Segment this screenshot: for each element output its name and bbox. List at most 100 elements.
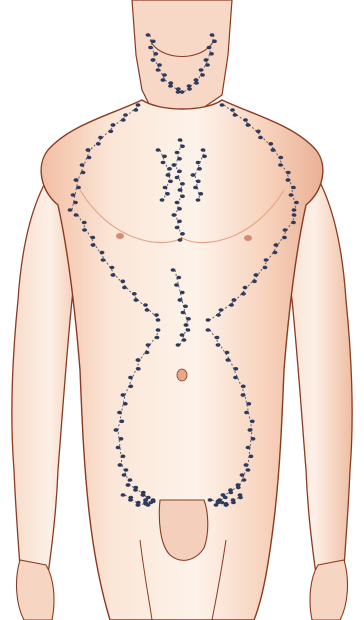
- lymph-node: [199, 68, 204, 72]
- lymph-node: [231, 501, 236, 505]
- lymph-node: [175, 226, 180, 230]
- lymph-node: [181, 311, 186, 315]
- lymph-node: [162, 155, 167, 159]
- lymph-node: [254, 273, 259, 277]
- lymph-node: [155, 336, 160, 340]
- genital-region: [159, 500, 207, 560]
- lymph-node: [124, 468, 129, 472]
- lymph-node: [177, 170, 182, 174]
- lymph-node: [156, 68, 161, 72]
- lymph-node: [196, 180, 201, 184]
- lymph-node: [283, 228, 288, 232]
- lymph-node: [175, 151, 180, 155]
- lymph-node: [90, 236, 95, 240]
- lymph-node: [242, 478, 247, 482]
- lymph-node: [238, 496, 243, 500]
- lymph-node: [100, 251, 105, 255]
- lymph-node: [174, 283, 179, 287]
- lymph-node: [249, 455, 254, 459]
- lymph-node: [116, 446, 121, 450]
- lymph-node: [91, 243, 96, 247]
- lymph-node: [80, 163, 85, 167]
- lymph-node: [108, 130, 113, 134]
- lymph-node: [166, 173, 171, 177]
- lymph-node: [146, 343, 151, 347]
- lymph-node: [206, 318, 211, 322]
- lymph-node: [121, 118, 126, 122]
- lymph-node: [180, 90, 185, 94]
- lymph-node: [228, 491, 233, 495]
- lymph-node: [226, 358, 231, 362]
- lymph-node: [204, 58, 209, 62]
- lymph-node: [194, 81, 199, 85]
- lymph-node: [251, 437, 256, 441]
- lymph-node: [248, 428, 253, 432]
- lymph-node: [177, 207, 182, 211]
- lymph-node: [156, 148, 161, 152]
- lymph-node: [120, 280, 125, 284]
- lymph-node: [162, 73, 167, 77]
- lymph-node: [180, 291, 185, 295]
- lymph-node: [134, 298, 139, 302]
- lymph-node: [146, 33, 151, 37]
- lymph-node: [212, 40, 217, 44]
- lymph-node: [208, 498, 213, 502]
- lymph-node: [123, 113, 128, 117]
- lymph-node: [122, 286, 127, 290]
- lymph-node: [198, 192, 203, 196]
- lymph-node: [133, 488, 138, 492]
- lymph-node: [133, 108, 138, 112]
- lymph-node: [167, 167, 172, 171]
- lymph-node: [156, 328, 161, 332]
- lymph-node: [119, 420, 124, 424]
- lymph-node: [151, 498, 156, 502]
- lymph-node: [191, 173, 196, 177]
- lymph-node: [291, 186, 296, 190]
- lymph-node: [71, 193, 76, 197]
- lymph-node: [163, 186, 168, 190]
- right-hand: [310, 560, 347, 620]
- lymph-node: [136, 103, 141, 107]
- lymph-node: [268, 142, 273, 146]
- lymph-node: [111, 273, 116, 277]
- lymph-node: [172, 213, 177, 217]
- lymph-node: [81, 171, 86, 175]
- lymph-node: [180, 182, 185, 186]
- lymph-node: [252, 280, 257, 284]
- lymph-node: [216, 313, 221, 317]
- lymph-node: [183, 305, 188, 309]
- lymph-node: [145, 351, 150, 355]
- lymph-node: [175, 176, 180, 180]
- lymph-node: [128, 498, 133, 502]
- lymph-node: [126, 483, 131, 487]
- lymph-node: [233, 367, 238, 371]
- lymph-node: [241, 292, 246, 296]
- lymph-node: [182, 338, 187, 342]
- lymph-node: [186, 317, 191, 321]
- lymph-node: [294, 201, 299, 205]
- lymph-node: [178, 238, 183, 242]
- lymph-node: [196, 161, 201, 165]
- lymph-node: [178, 138, 183, 142]
- lymph-node: [246, 402, 251, 406]
- lymph-node: [117, 411, 122, 415]
- lymph-node: [180, 232, 185, 236]
- lymph-node: [286, 178, 291, 182]
- lymph-node: [246, 123, 251, 127]
- lymph-node: [178, 188, 183, 192]
- lymph-node: [141, 493, 146, 497]
- lymph-node: [263, 266, 268, 270]
- lymph-node: [210, 33, 215, 37]
- lymph-node: [264, 258, 269, 262]
- lymph-node: [143, 303, 148, 307]
- lymph-node: [241, 385, 246, 389]
- lymph-node: [223, 496, 228, 500]
- lymph-node: [200, 73, 205, 77]
- lymph-node: [101, 258, 106, 262]
- lymph-node: [230, 108, 235, 112]
- lymph-node: [132, 292, 137, 296]
- lymph-node: [180, 195, 185, 199]
- lymph-node: [187, 87, 192, 91]
- lymph-node: [74, 178, 79, 182]
